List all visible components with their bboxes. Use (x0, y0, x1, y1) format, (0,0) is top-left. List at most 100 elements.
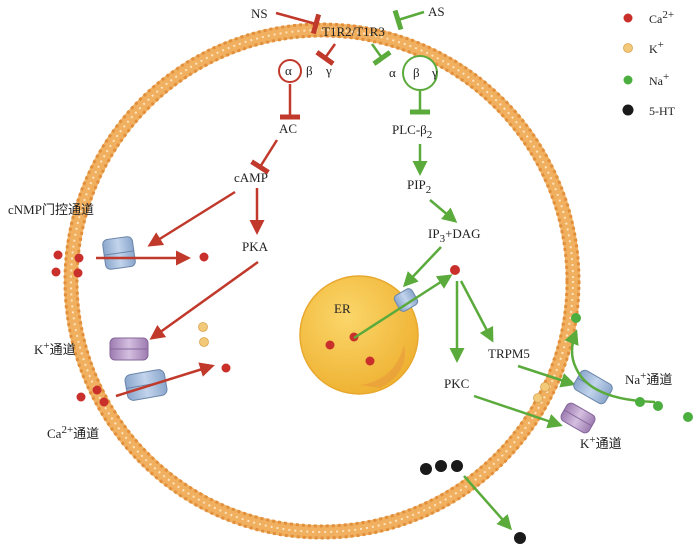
pkc-to-k-channel-arrow (473, 394, 563, 429)
left-k-tail: 通道 (50, 342, 76, 357)
er-label: ER (334, 301, 351, 316)
right-k-channel (560, 402, 596, 434)
pip-to-ip3-arrow (429, 199, 458, 223)
cnmp-ca-out-3 (51, 267, 61, 277)
er-ca-release-arrow (353, 274, 453, 340)
serotonin-ion-2 (435, 460, 447, 472)
er-ip3-receptor-channel (393, 288, 419, 312)
plc-text: PLC-β (392, 122, 427, 137)
ns-inhibit-arrow (275, 11, 322, 35)
na-ion-2 (653, 401, 663, 411)
left-gamma-label: γ (325, 63, 332, 78)
receptor-to-right-g (370, 43, 392, 66)
pka-label: PKA (242, 239, 269, 254)
ip3-to-er-arrow (402, 246, 442, 288)
pip-text: PIP (407, 177, 426, 192)
na-efflux-curve (564, 329, 656, 404)
ip3-dag-label: IP3+DAG (428, 226, 481, 245)
legend-label-5ht: 5-HT (649, 104, 676, 118)
pkc-label: PKC (444, 376, 469, 391)
serotonin-release-arrow (463, 475, 512, 531)
legend-label-na: Na+ (649, 71, 669, 88)
legend-swatch-na (623, 75, 633, 85)
cnmp-ca-out-4 (73, 268, 83, 278)
as-activate-arrow (392, 9, 425, 31)
ca-channel-out-2 (92, 385, 102, 395)
na-ion-1 (635, 397, 645, 407)
pip-sub: 2 (426, 184, 432, 196)
na-base: Na (625, 372, 640, 387)
ip-text: IP (428, 226, 440, 241)
left-k-ion-1 (198, 322, 208, 332)
camp-label: cAMP (234, 170, 268, 185)
right-k-ion-1 (540, 382, 550, 392)
cytosol-ca-ion (450, 265, 460, 275)
legend-na-base: Na (649, 74, 664, 88)
cell-membrane (63, 22, 581, 540)
legend-ca-sup: 2+ (662, 9, 674, 21)
right-k-tail: 通道 (596, 436, 622, 451)
ac-label: AC (279, 121, 297, 136)
ac-to-camp-arrow (250, 139, 279, 175)
legend-ca-base: Ca (649, 12, 663, 26)
na-channel-label: Na+通道 (625, 370, 672, 387)
serotonin-ion-released (514, 532, 526, 544)
er-ca-ion-1 (325, 340, 335, 350)
ip-sub: 3 (440, 233, 446, 245)
legend: Ca2+ K+ Na+ 5-HT (622, 9, 676, 118)
ca-sup: 2+ (61, 424, 73, 436)
left-alpha-circle (278, 59, 302, 83)
legend-item-5ht: 5-HT (622, 104, 676, 118)
right-k-sup: + (589, 434, 595, 446)
cnmp-gated-channel (102, 236, 136, 270)
right-gamma-label: γ (431, 65, 438, 80)
trpm5-label: TRPM5 (488, 346, 530, 361)
ca-channel-label: Ca2+通道 (47, 424, 99, 441)
plc-sub: 2 (427, 129, 433, 141)
trpm5-to-na-channel-arrow (517, 364, 576, 388)
right-alpha-label: α (389, 65, 396, 80)
as-label: AS (428, 4, 445, 19)
right-beta-label: β (413, 65, 420, 80)
legend-swatch-5ht (622, 104, 634, 116)
ns-label: NS (251, 6, 268, 21)
camp-to-cnmp-arrow (147, 190, 236, 247)
cnmp-ca-in (199, 252, 209, 262)
legend-k-sup: + (658, 39, 664, 51)
left-g-protein: α β γ (278, 59, 332, 83)
cnmp-ca-out-2 (74, 253, 84, 263)
left-k-ion-2 (199, 337, 209, 347)
na-tail: 通道 (646, 372, 672, 387)
plc-label: PLC-β2 (392, 122, 432, 141)
right-k-channel-label: K+通道 (580, 434, 622, 451)
serotonin-ion-1 (420, 463, 432, 475)
legend-swatch-k (623, 43, 633, 53)
ca-base: Ca (47, 426, 62, 441)
ca-channel-in (221, 363, 231, 373)
legend-na-sup: + (663, 71, 669, 83)
left-k-channel (109, 337, 149, 361)
pka-to-k-channel-arrow (149, 260, 259, 340)
serotonin-ion-3 (451, 460, 463, 472)
legend-item-na: Na+ (623, 71, 669, 88)
na-ion-out-top (571, 313, 581, 323)
dag-text: +DAG (445, 226, 481, 241)
receptor-label: T1R2/T1R3 (322, 24, 385, 39)
ca-channel (124, 369, 168, 401)
ca-channel-influx-arrow (115, 362, 215, 398)
ca-channel-out-3 (99, 397, 109, 407)
left-k-sup: + (43, 340, 49, 352)
ca-to-trpm5-arrow (459, 280, 494, 343)
pip-label: PIP2 (407, 177, 431, 196)
left-beta-label: β (306, 63, 313, 78)
er-ca-ion-3 (365, 356, 375, 366)
na-ion-3 (683, 412, 693, 422)
left-k-channel-label: K+通道 (34, 340, 76, 357)
right-k-ion-2 (533, 393, 543, 403)
left-k-base: K (34, 342, 44, 357)
legend-label-ca: Ca2+ (649, 9, 674, 26)
ca-channel-out-1 (76, 392, 86, 402)
right-g-protein: α β γ (389, 55, 438, 91)
legend-k-base: K (649, 42, 658, 56)
